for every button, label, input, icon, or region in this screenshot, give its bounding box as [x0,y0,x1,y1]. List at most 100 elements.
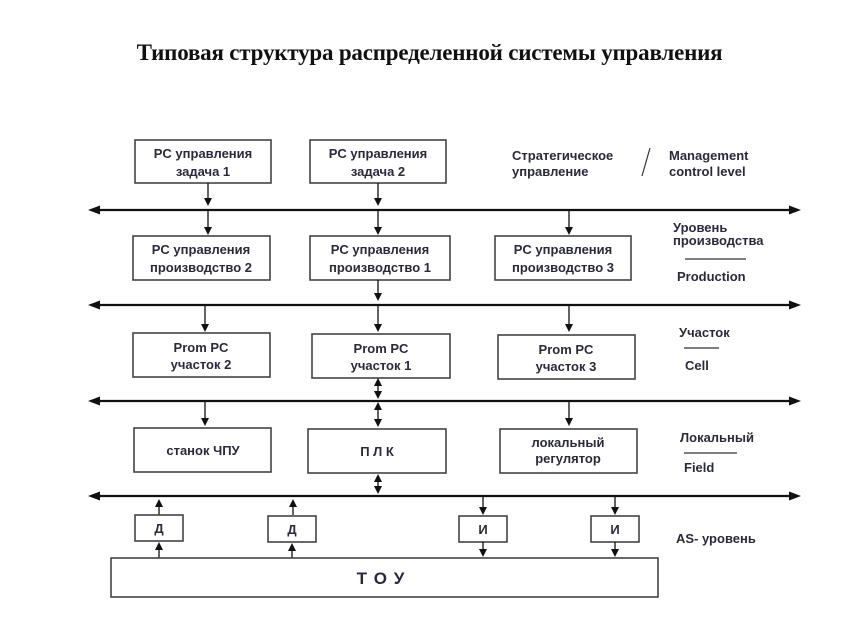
bus-production [88,300,801,310]
bus-left-arrowhead-icon [88,300,100,310]
box-actuator-2-label: И [610,522,619,537]
box-production-2: PC управления производство 2 [132,235,271,281]
connector-task1-to-bus [204,183,212,206]
arrow-up-icon [289,499,297,507]
arrow-down-icon [479,549,487,557]
connector-sensor2-to-bus [289,499,297,515]
connector-bus-to-cnc [201,401,209,426]
connector-bus-to-cell2 [201,305,209,332]
bus-right-arrowhead-icon [789,205,801,215]
bus-left-arrowhead-icon [88,205,100,215]
arrow-down-icon [611,507,619,515]
arrow-down-icon [374,486,382,494]
box-cell-3-line2: участок 3 [536,359,597,374]
level-field-ru: Локальный [680,430,754,445]
level-management-ru-line1: Стратегическое [512,148,613,163]
box-sensor-2-label: Д [287,522,297,537]
level-label-field: Локальный Field [680,430,754,475]
box-cnc-machine: станок ЧПУ [133,427,272,473]
connector-bus-to-cell1 [374,305,382,332]
arrow-up-icon [155,499,163,507]
box-actuator-1: И [458,515,508,543]
box-cell-2-line1: Prom PC [174,340,230,355]
level-management-en-line1: Management [669,148,749,163]
connector-bus-plc-bidirectional [374,402,382,427]
arrow-down-icon [479,507,487,515]
arrow-up-icon [374,474,382,482]
bus-left-arrowhead-icon [88,491,100,501]
arrow-down-icon [204,227,212,235]
box-sensor-2: Д [267,515,317,543]
level-label-cell: Участок Cell [679,325,730,373]
box-sensor-1: Д [134,514,184,542]
level-label-as: AS- уровень [676,531,756,546]
box-local-regulator: локальный регулятор [499,428,638,474]
level-management-ru-line2: управление [512,164,588,179]
connector-bus-to-prod3 [565,210,573,235]
connector-bus-to-cell3 [565,305,573,332]
box-cell-1-line1: Prom PC [354,341,410,356]
connector-bus-to-regulator [565,401,573,426]
connector-plc-bus-bidirectional [374,474,382,494]
bus-right-arrowhead-icon [789,396,801,406]
box-production-2-line2: производство 2 [150,260,252,275]
level-management-en-line2: control level [669,164,746,179]
box-cnc-machine-label: станок ЧПУ [166,443,240,458]
arrow-up-icon [374,378,382,386]
box-task-2-line1: PC управления [329,146,428,161]
connector-actuator1-to-tou [479,542,487,557]
arrow-down-icon [374,391,382,399]
bus-management [88,205,801,215]
box-task-1-line2: задача 1 [176,164,230,179]
level-cell-ru: Участок [679,325,730,340]
box-production-1-line1: PC управления [331,242,430,257]
connector-tou-to-sensor2 [288,543,296,558]
bus-left-arrowhead-icon [88,396,100,406]
arrow-down-icon [565,418,573,426]
connector-bus-to-prod1 [374,210,382,235]
box-cell-2: Prom PC участок 2 [132,332,271,378]
level-field-en: Field [684,460,714,475]
box-plc: П Л К [307,428,447,474]
box-cell-1: Prom PC участок 1 [311,333,451,379]
box-control-object-label: Т О У [357,569,406,588]
connector-actuator2-to-tou [611,542,619,557]
connector-task2-to-bus [374,183,382,206]
box-task-2-line2: задача 2 [351,164,405,179]
arrow-up-icon [374,402,382,410]
diagram-title: Типовая структура распределенной системы… [136,40,723,65]
box-task-2: PC управления задача 2 [309,139,447,184]
arrow-down-icon [565,324,573,332]
level-label-management: Стратегическое управление Management con… [512,147,749,179]
level-production-ru-line1: Уровень [673,220,727,235]
level-management-slash [641,147,651,177]
box-production-1-line2: производство 1 [329,260,431,275]
box-local-regulator-line1: локальный [532,435,605,450]
box-production-3-line1: PC управления [514,242,613,257]
level-cell-en: Cell [685,358,709,373]
arrow-up-icon [155,542,163,550]
arrow-down-icon [374,227,382,235]
connector-sensor1-to-bus [155,499,163,515]
box-production-3: PC управления производство 3 [494,235,632,281]
connector-bus-to-actuator1 [479,496,487,515]
bus-cell [88,396,801,406]
bus-field [88,491,801,501]
arrow-down-icon [204,198,212,206]
connector-tou-to-sensor1 [155,542,163,558]
connector-prod1-to-bus [374,280,382,301]
level-production-ru-line2: производства [673,233,764,248]
arrow-down-icon [201,324,209,332]
arrow-down-icon [374,419,382,427]
box-control-object-tou: Т О У [110,557,659,598]
box-actuator-1-label: И [478,522,487,537]
arrow-down-icon [565,227,573,235]
box-cell-1-line2: участок 1 [351,358,412,373]
box-sensor-1-label: Д [154,521,164,536]
box-cell-2-line2: участок 2 [171,357,232,372]
arrow-down-icon [374,198,382,206]
arrow-down-icon [374,324,382,332]
level-label-production: Уровень производства Production [673,220,764,284]
box-actuator-2: И [590,515,640,543]
